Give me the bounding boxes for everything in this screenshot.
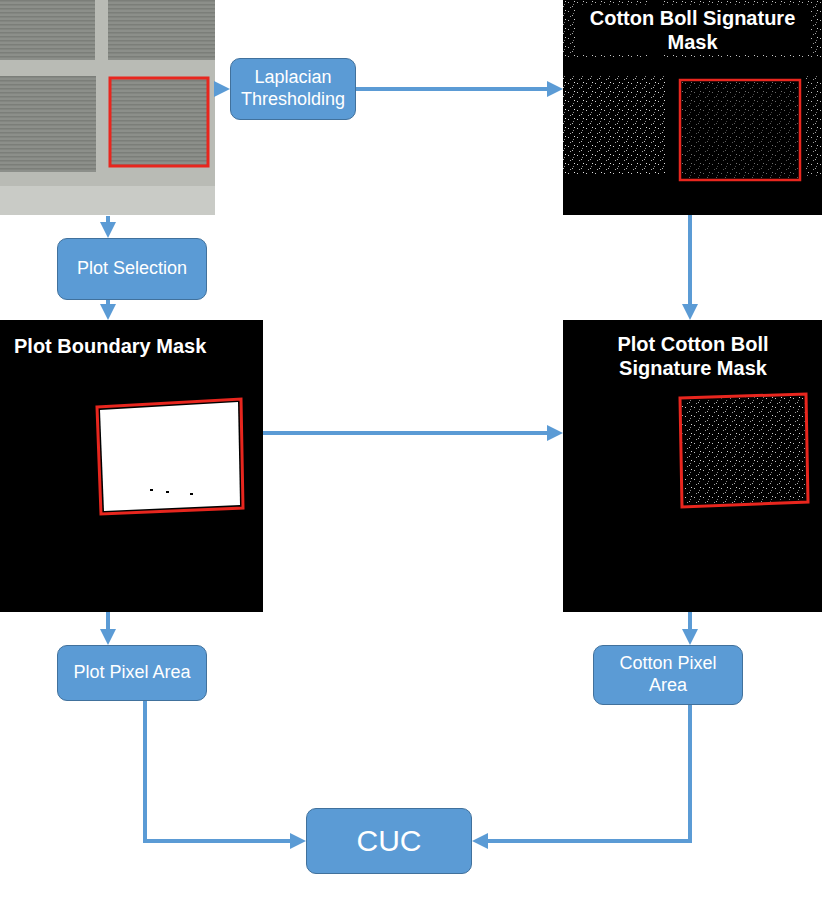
panel-title: Cotton Boll Signature Mask	[575, 6, 810, 54]
process-box: Laplacian Thresholding	[230, 58, 356, 120]
flow-arrow	[145, 701, 300, 841]
plot-boll-mask-image	[563, 320, 822, 612]
boundary-mask-image	[0, 320, 263, 612]
box-label: CUC	[315, 823, 463, 859]
boll-mask-image	[563, 0, 822, 215]
flow-arrow	[478, 705, 690, 841]
process-box: Plot Selection	[57, 238, 207, 300]
mask-panel: Plot Boundary Mask	[0, 320, 263, 612]
aerial-photo	[0, 0, 215, 215]
process-box: Plot Pixel Area	[57, 645, 207, 701]
flow-arrow	[106, 300, 110, 314]
flow-arrow	[688, 612, 692, 639]
panel-title: Plot Cotton Boll Signature Mask	[583, 332, 803, 380]
box-label: Plot Pixel Area	[66, 662, 198, 684]
flow-arrow	[106, 216, 110, 232]
flow-arrow	[106, 612, 110, 639]
mask-panel: Plot Cotton Boll Signature Mask	[563, 320, 822, 612]
mask-panel: Cotton Boll Signature Mask	[563, 0, 822, 215]
flow-arrow	[688, 215, 692, 314]
process-box: CUC	[306, 808, 472, 874]
panel-title: Plot Boundary Mask	[14, 334, 254, 358]
box-label: Cotton Pixel Area	[602, 653, 734, 696]
box-label: Laplacian Thresholding	[239, 67, 347, 110]
process-box: Cotton Pixel Area	[593, 645, 743, 705]
flow-arrow	[263, 431, 557, 435]
flow-arrow	[216, 87, 224, 91]
box-label: Plot Selection	[66, 258, 198, 280]
flow-arrow	[356, 87, 557, 91]
